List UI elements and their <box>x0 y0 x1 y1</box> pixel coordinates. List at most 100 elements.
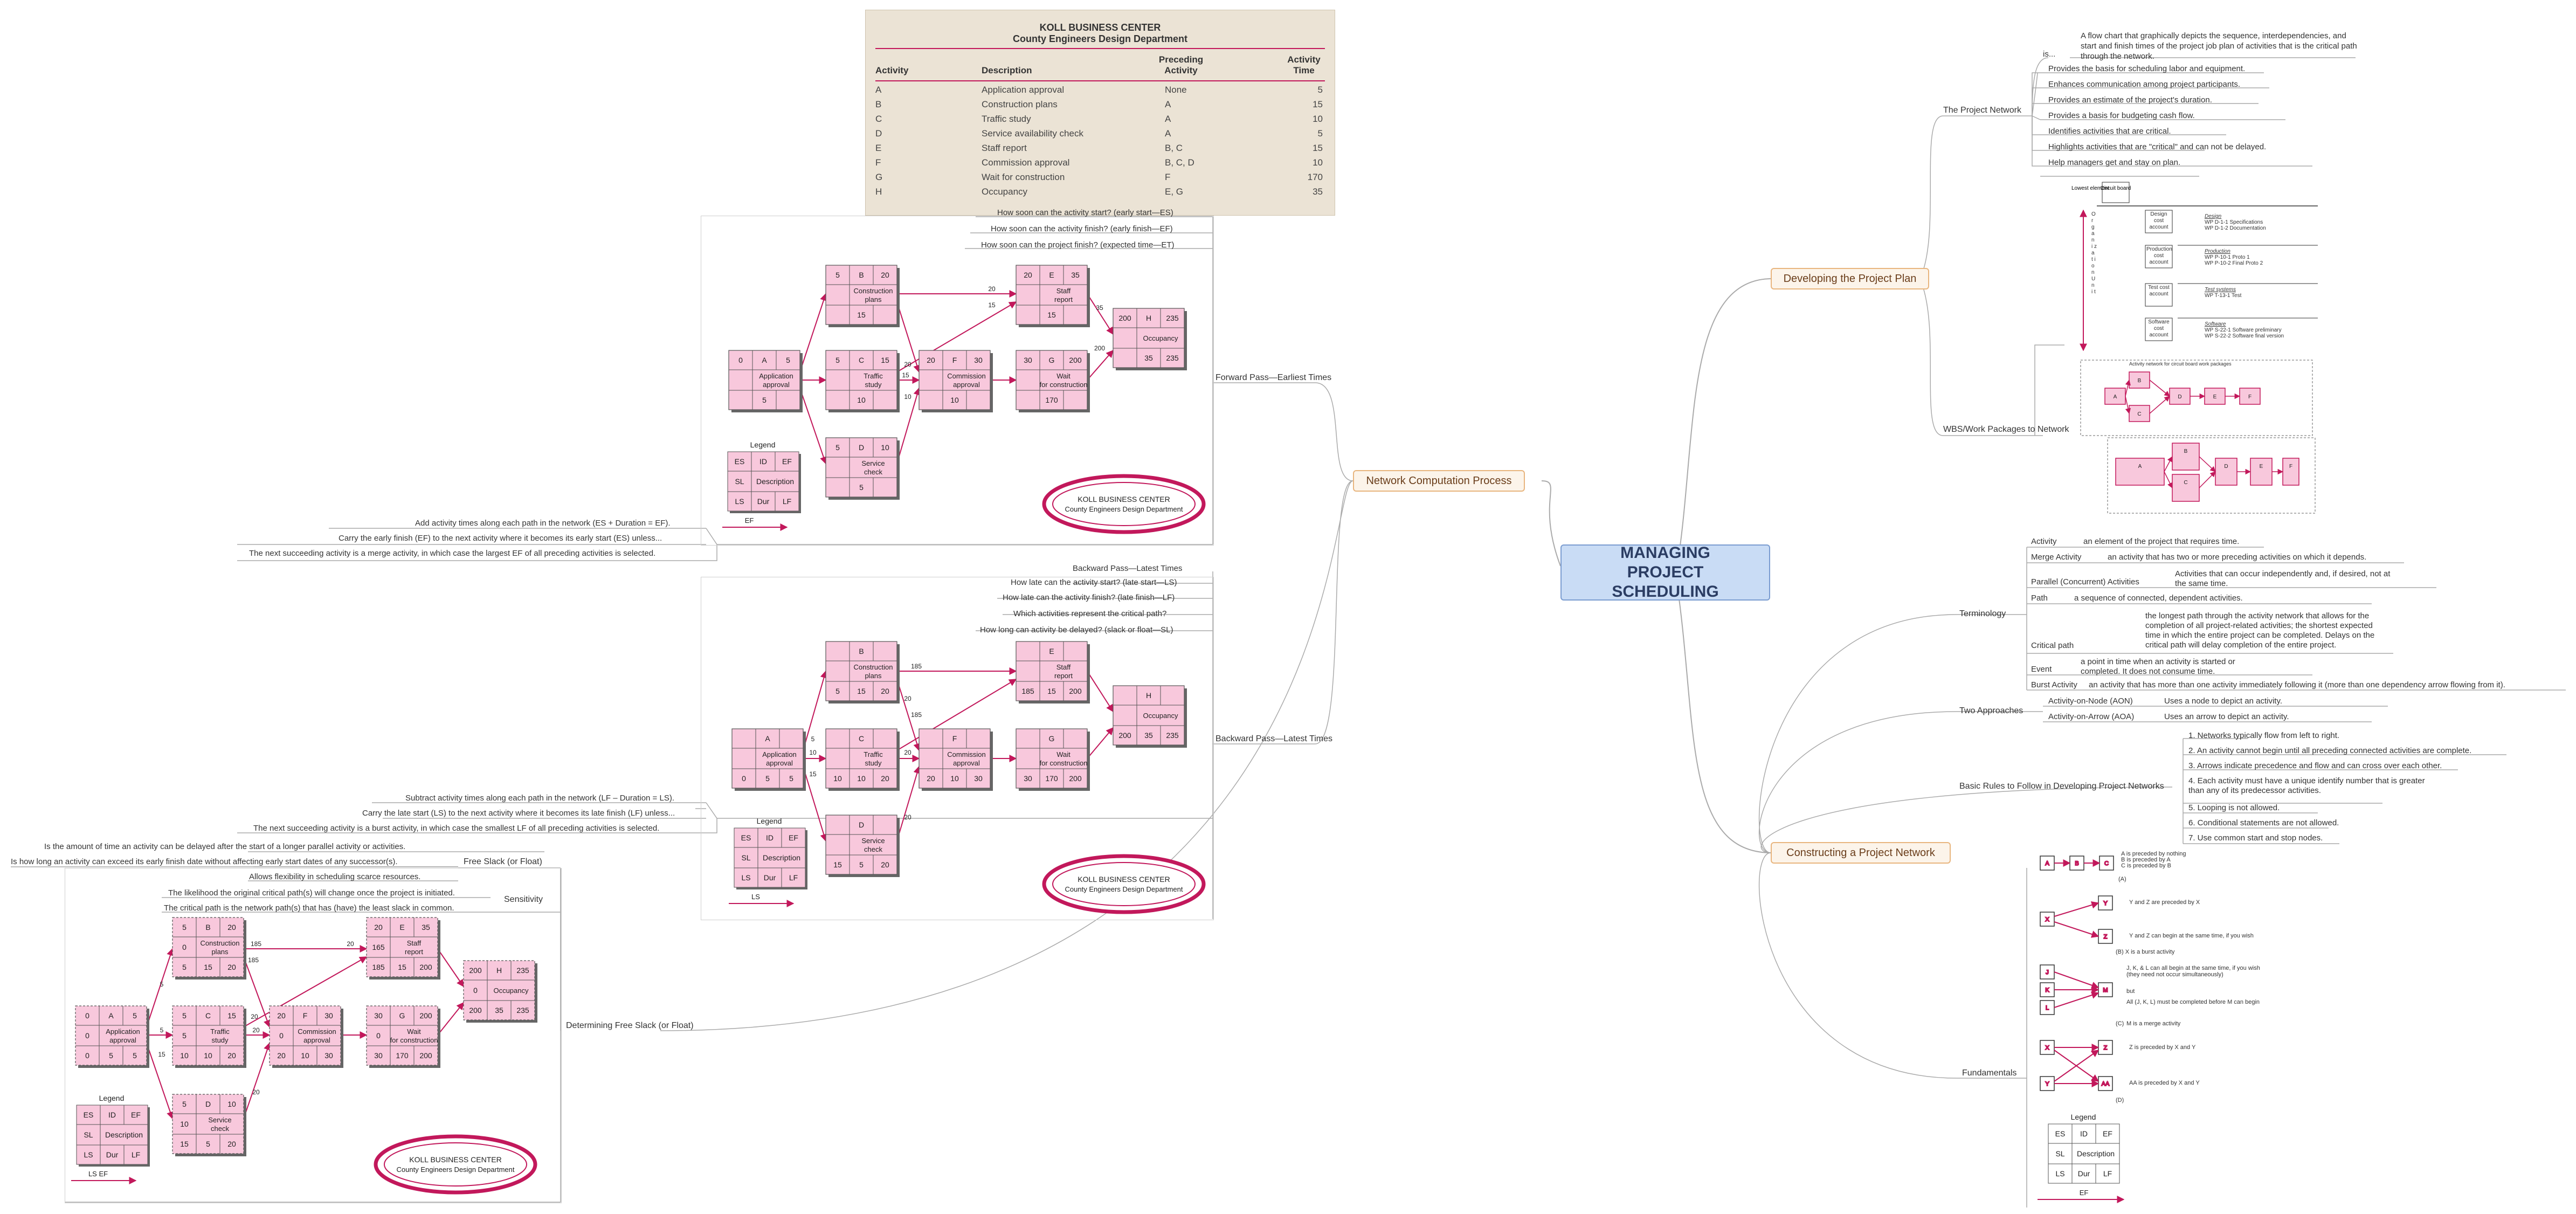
term-name[interactable]: Burst Activity <box>2031 680 2077 689</box>
forward-rule[interactable]: Add activity times along each path in th… <box>415 519 671 528</box>
network-rule[interactable]: 5. Looping is not allowed. <box>2188 803 2280 812</box>
sensitivity-text[interactable]: The likelihood the original critical pat… <box>168 888 455 898</box>
fundamentals-node <box>2098 982 2113 997</box>
branch-developing-plan-label: Developing the Project Plan <box>1783 272 1917 285</box>
project-network-point[interactable]: Help managers get and stay on plan. <box>2048 158 2181 167</box>
term-definition[interactable]: an activity that has two or more precedi… <box>2108 553 2367 562</box>
backward-question[interactable]: How late can the activity finish? (late … <box>1003 593 1175 602</box>
node-box <box>918 728 991 789</box>
branch-constructing-network[interactable]: Constructing a Project Network <box>1771 842 1951 864</box>
network-rule[interactable]: 6. Conditional statements are not allowe… <box>2188 818 2339 827</box>
project-network-point[interactable]: Identifies activities that are critical. <box>2048 127 2171 136</box>
sensitivity-text[interactable]: The critical path is the network path(s)… <box>164 903 454 913</box>
forward-pass-panel <box>701 216 1214 546</box>
network-rule[interactable]: 7. Use common start and stop nodes. <box>2188 833 2323 843</box>
term-name[interactable]: Critical path <box>2031 641 2074 650</box>
fundamentals-tag[interactable]: (D) <box>2116 1097 2124 1103</box>
forward-rule[interactable]: Carry the early finish (EF) to the next … <box>339 534 662 543</box>
fundamentals-note[interactable]: M is a merge activity <box>2126 1020 2181 1027</box>
node-early-start: 0 <box>738 356 743 364</box>
free-slack-sub-label[interactable]: Free Slack (or Float) <box>464 857 542 866</box>
approach-name[interactable]: Activity-on-Node (AON) <box>2048 696 2133 706</box>
forward-question[interactable]: How soon can the project finish? (expect… <box>981 240 1175 250</box>
network-rule[interactable]: 1. Networks typically flow from left to … <box>2188 731 2340 740</box>
backward-question[interactable]: Which activities represent the critical … <box>1013 609 1167 618</box>
forward-pass-label[interactable]: Forward Pass—Earliest Times <box>1216 373 1332 382</box>
term-name[interactable]: Parallel (Concurrent) Activities <box>2031 577 2139 587</box>
term-definition[interactable]: Activities that can occur independently … <box>2175 569 2391 588</box>
fundamentals-note[interactable]: All (J, K, L) must be completed before M… <box>2126 999 2260 1005</box>
fundamentals-tag[interactable]: (B) X is a burst activity <box>2116 949 2175 955</box>
fundamentals-note[interactable]: but <box>2126 988 2135 995</box>
approach-definition[interactable]: Uses a node to depict an activity. <box>2164 696 2283 706</box>
fundamentals-note[interactable]: C is preceded by B <box>2121 863 2171 869</box>
backward-heading[interactable]: Backward Pass—Latest Times <box>1073 564 1183 573</box>
term-name[interactable]: Activity <box>2031 537 2057 546</box>
fundamentals-note[interactable]: AA is preceded by X and Y <box>2129 1080 2200 1086</box>
backward-rule[interactable]: Carry the late start (LS) to the next ac… <box>362 809 675 818</box>
network-rule[interactable]: 4. Each activity must have a unique iden… <box>2188 776 2425 795</box>
sensitivity-label[interactable]: Sensitivity <box>504 895 543 904</box>
forward-question[interactable]: How soon can the activity finish? (early… <box>991 224 1173 233</box>
wbs-mini-arrow <box>2199 471 2216 488</box>
free-slack-text[interactable]: Allows flexibility in scheduling scarce … <box>249 872 421 881</box>
fundamentals-note[interactable]: Y and Z can begin at the same time, if y… <box>2129 933 2254 939</box>
backward-rule[interactable]: The next succeeding activity is a burst … <box>253 824 660 833</box>
free-slack-text[interactable]: Is how long an activity can exceed its e… <box>11 857 398 866</box>
project-network-point[interactable]: Highlights activities that are "critical… <box>2048 142 2267 151</box>
term-definition[interactable]: a point in time when an activity is star… <box>2081 657 2235 676</box>
term-definition[interactable]: an element of the project that requires … <box>2083 537 2240 546</box>
fundamentals-note[interactable]: Y and Z are preceded by X <box>2129 899 2200 906</box>
forward-rule[interactable]: The next succeeding activity is a merge … <box>249 549 656 558</box>
term-definition[interactable]: an activity that has more than one activ… <box>2089 680 2505 689</box>
node-description: Application <box>762 750 797 758</box>
approach-definition[interactable]: Uses an arrow to depict an activity. <box>2164 712 2289 721</box>
network-rule[interactable]: 2. An activity cannot begin until all pr… <box>2188 746 2472 755</box>
backward-pass-label[interactable]: Backward Pass—Latest Times <box>1216 734 1332 743</box>
fundamentals-label[interactable]: Fundamentals <box>1962 1068 2017 1078</box>
fundamentals-tag[interactable]: (A) <box>2118 876 2126 882</box>
approaches-label[interactable]: Two Approaches <box>1959 706 2023 715</box>
project-network-point[interactable]: Provides an estimate of the project's du… <box>2048 95 2212 105</box>
rules-label[interactable]: Basic Rules to Follow in Developing Proj… <box>1959 782 2164 791</box>
fundamentals-node <box>2099 856 2114 871</box>
wbs-label[interactable]: WBS/Work Packages to Network <box>1943 425 2069 434</box>
project-network-definition[interactable]: A flow chart that graphically depicts th… <box>2081 31 2357 61</box>
approach-name[interactable]: Activity-on-Arrow (AOA) <box>2048 712 2135 721</box>
fundamentals-tag[interactable]: (C) <box>2116 1020 2124 1027</box>
backward-question[interactable]: How long can activity be delayed? (slack… <box>980 625 1173 634</box>
fundamentals-note[interactable]: J, K, & L can all begin at the same time… <box>2126 965 2260 978</box>
term-name[interactable]: Merge Activity <box>2031 553 2082 562</box>
project-network-point[interactable]: Enhances communication among project par… <box>2048 80 2241 89</box>
legend-cell: Dur <box>106 1150 119 1159</box>
fundamentals-note[interactable]: A is preceded by nothing <box>2121 851 2186 857</box>
forward-question[interactable]: How soon can the activity start? (early … <box>997 208 1173 217</box>
node-early-start: 200 <box>1118 314 1131 322</box>
root-node[interactable]: MANAGING PROJECT SCHEDULING <box>1560 544 1770 601</box>
backward-question[interactable]: How late can the activity start? (late s… <box>1011 578 1177 587</box>
terminology-label[interactable]: Terminology <box>1959 609 2006 618</box>
term-name[interactable]: Event <box>2031 665 2052 674</box>
fundamentals-note[interactable]: B is preceded by A <box>2121 857 2171 863</box>
project-network-point[interactable]: Provides the basis for scheduling labor … <box>2048 64 2246 73</box>
free-slack-text[interactable]: Is the amount of time an activity can be… <box>44 842 406 851</box>
branch-network-computation[interactable]: Network Computation Process <box>1353 470 1525 492</box>
free-slack-label[interactable]: Determining Free Slack (or Float) <box>566 1021 694 1030</box>
node-late-start: 5 <box>835 687 840 695</box>
node-description: Application <box>106 1027 140 1036</box>
branch-developing-plan[interactable]: Developing the Project Plan <box>1771 268 1929 289</box>
node-description: study <box>865 759 882 767</box>
term-name[interactable]: Path <box>2031 594 2048 603</box>
stamp-line1: KOLL BUSINESS CENTER <box>1078 875 1170 884</box>
term-definition[interactable]: a sequence of connected, dependent activ… <box>2074 594 2243 603</box>
term-definition[interactable]: the longest path through the activity ne… <box>2145 611 2375 650</box>
fundamentals-note[interactable]: Z is preceded by X and Y <box>2129 1044 2196 1051</box>
project-network-point[interactable]: Provides a basis for budgeting cash flow… <box>2048 111 2195 120</box>
node-late-finish: 20 <box>227 963 236 971</box>
network-rule[interactable]: 3. Arrows indicate precedence and flow a… <box>2188 761 2442 770</box>
project-network-label[interactable]: The Project Network <box>1943 106 2021 115</box>
backward-rule[interactable]: Subtract activity times along each path … <box>405 794 674 803</box>
